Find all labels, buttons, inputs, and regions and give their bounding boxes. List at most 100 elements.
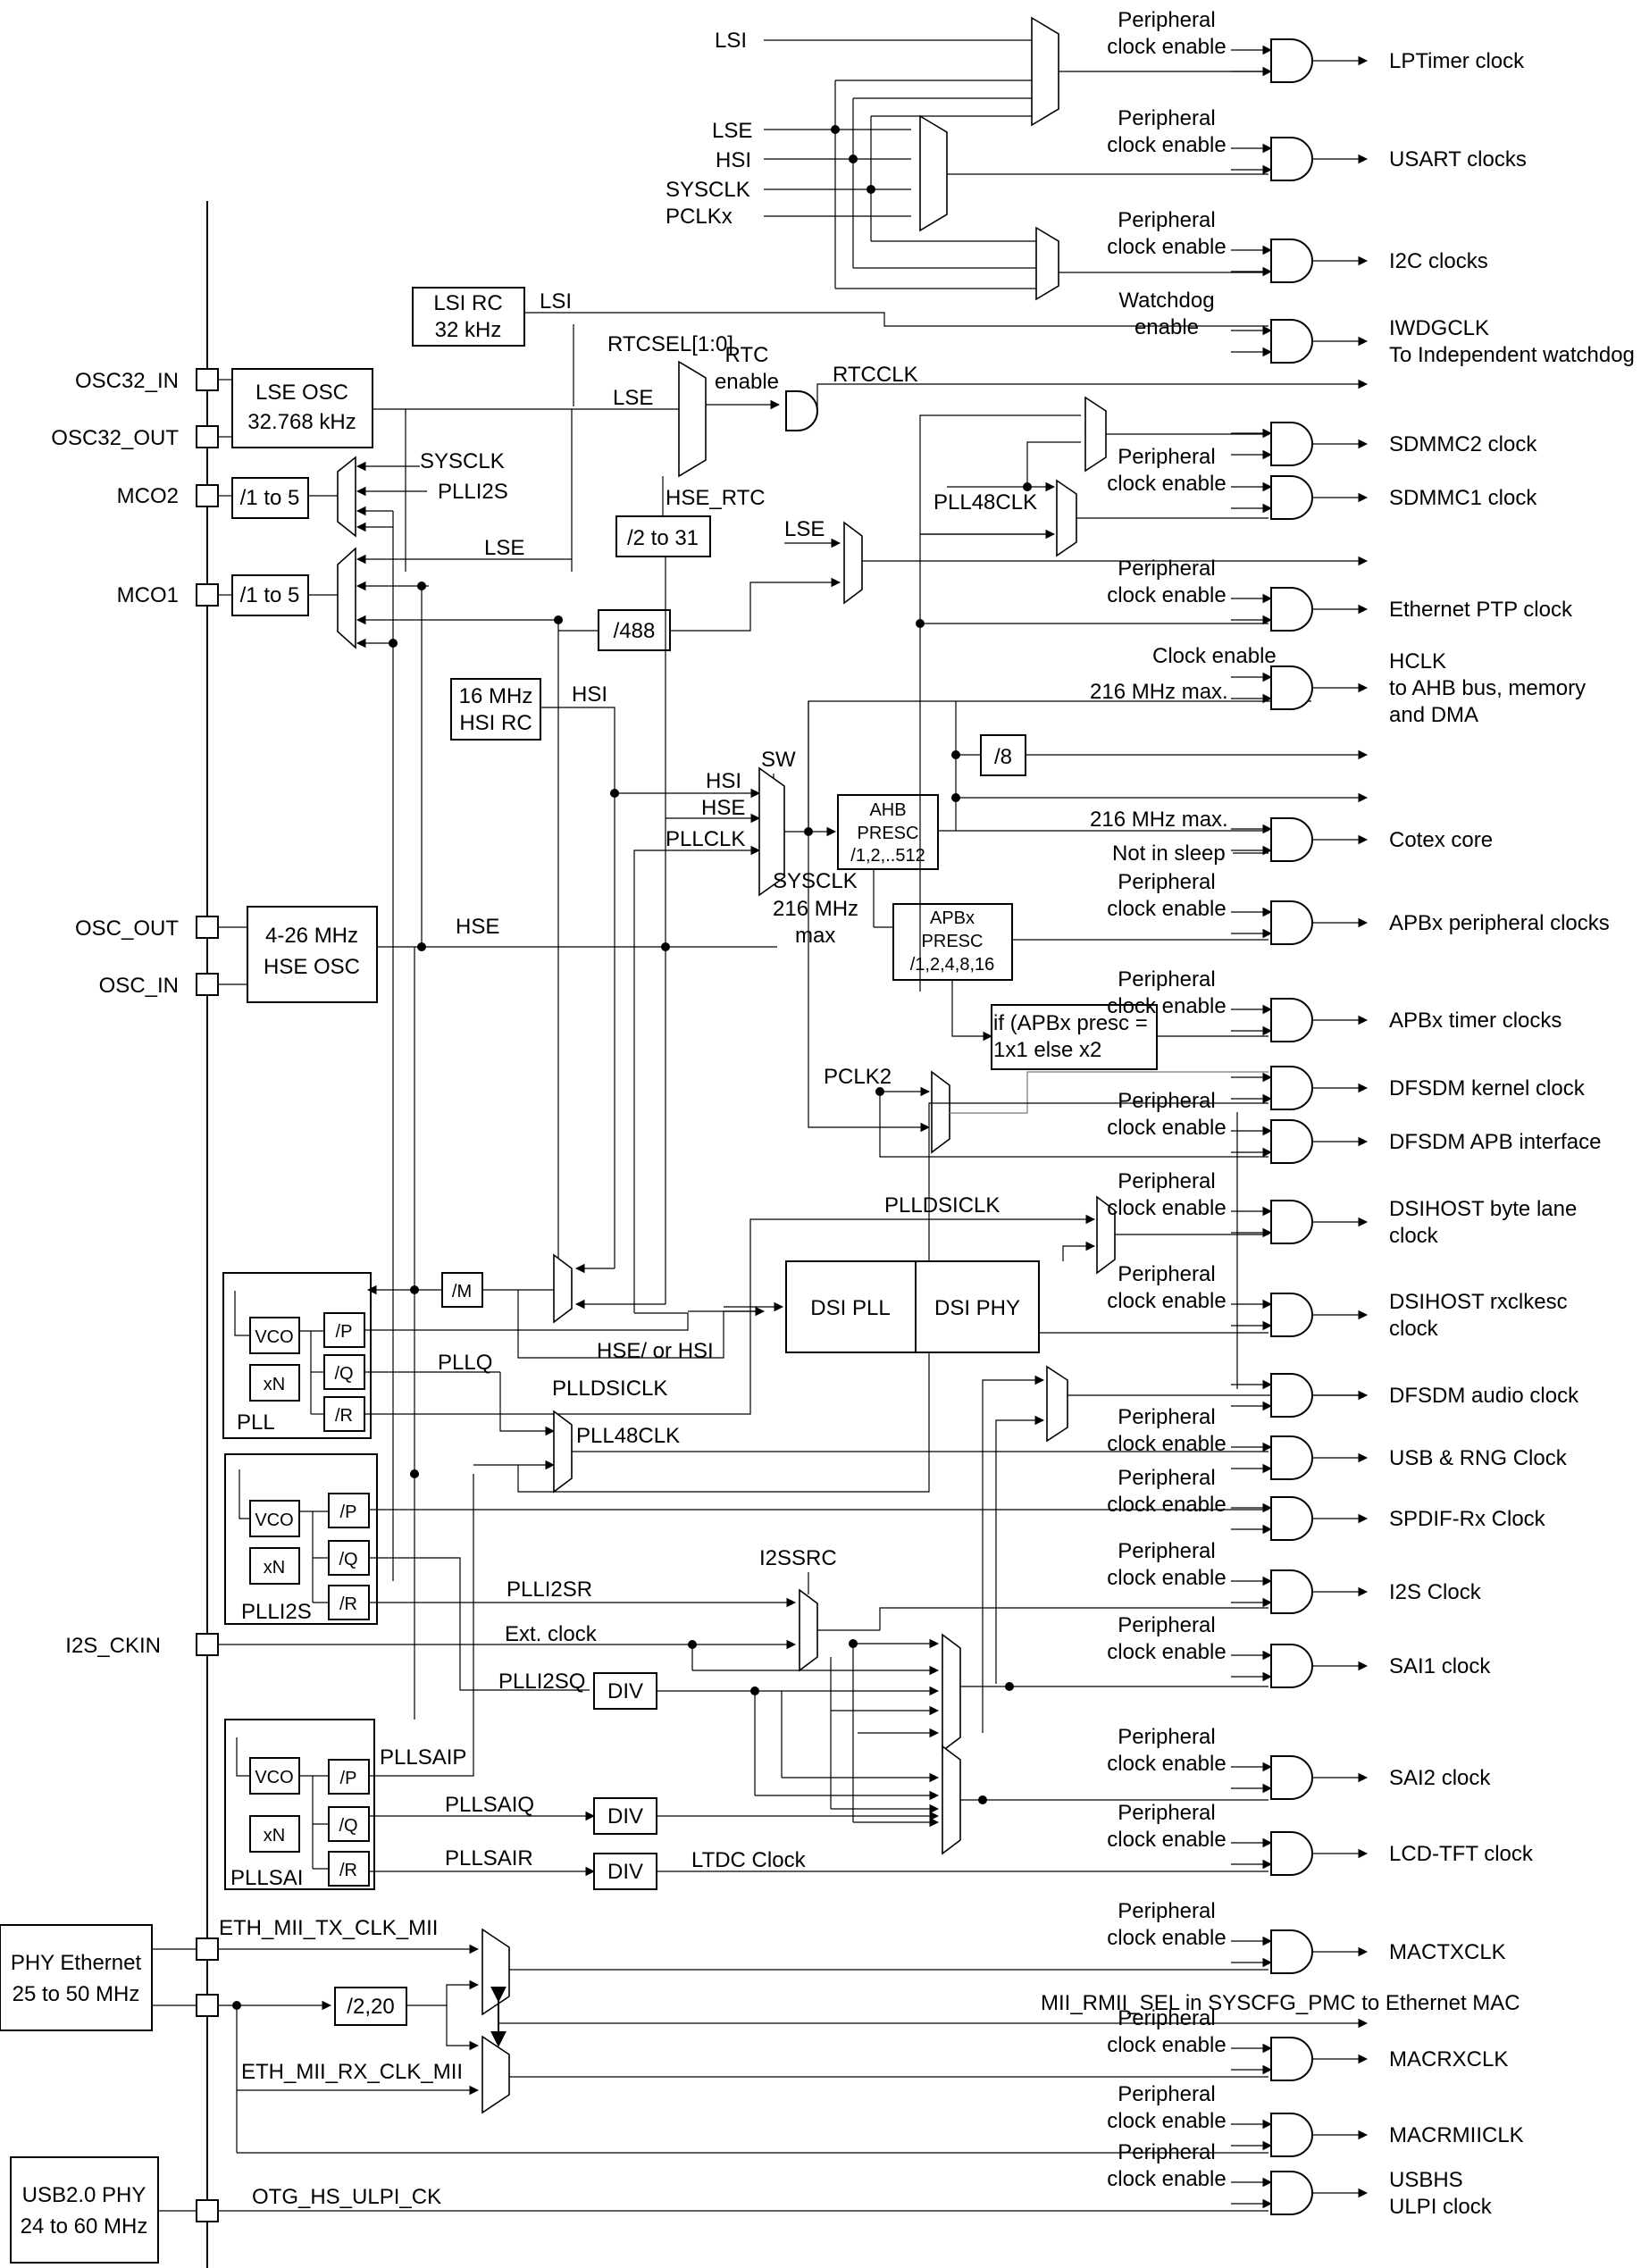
usbhs-enable-label: clock enable [1107, 2167, 1226, 2191]
svg-text:DSI PHY: DSI PHY [934, 1296, 1020, 1320]
svg-text:I2S_CKIN: I2S_CKIN [65, 1634, 161, 1658]
svg-text:/1,2,4,8,16: /1,2,4,8,16 [910, 955, 995, 975]
svg-text:VCO: VCO [255, 1327, 293, 1347]
svg-text:LTDC Clock: LTDC Clock [691, 1848, 807, 1872]
svg-text:HSE: HSE [456, 915, 499, 939]
eth-ptp-output-label: Ethernet PTP clock [1389, 598, 1573, 622]
dsi-rx-output-label: clock [1389, 1317, 1439, 1341]
svg-text:MCO2: MCO2 [117, 484, 179, 508]
svg-text:SYSCLK: SYSCLK [666, 178, 750, 202]
svg-text:OSC_OUT: OSC_OUT [75, 916, 179, 941]
macrmii-output-label: MACRMIICLK [1389, 2123, 1524, 2147]
hclk-output-label: to AHB bus, memory [1389, 676, 1586, 700]
svg-text:/1 to 5: /1 to 5 [240, 486, 300, 510]
apb-periph-output-label: APBx peripheral clocks [1389, 911, 1610, 935]
pin-osc32-in: OSC32_IN [75, 368, 219, 393]
svg-text:/488: /488 [614, 619, 656, 643]
lptimer-output-label: LPTimer clock [1389, 49, 1525, 73]
svg-text:24 to 60 MHz: 24 to 60 MHz [21, 2214, 148, 2239]
sdmmc2-mux [1084, 396, 1107, 473]
svg-text:LSE: LSE [484, 536, 524, 560]
lse-osc-block: LSE OSC 32.768 kHz [231, 368, 373, 448]
lcd-enable-label: Peripheral [1118, 1801, 1215, 1825]
dfsdm-kernel-output-label: DFSDM kernel clock [1389, 1076, 1586, 1101]
svg-text:/M: /M [452, 1282, 472, 1301]
hse-osc-block: 4-26 MHz HSE OSC [247, 906, 378, 1003]
svg-text:RTCSEL[1:0]: RTCSEL[1:0] [607, 332, 733, 356]
mac-tx-mux [481, 1928, 510, 2016]
hsi-rc-block: 16 MHz HSI RC [450, 678, 541, 741]
svg-text:Not in sleep: Not in sleep [1112, 841, 1226, 866]
sdmmc2-gate: SDMMC2 clock [1231, 422, 1537, 466]
iwdg-output-label: To Independent watchdog [1389, 343, 1635, 367]
svg-text:HSI: HSI [572, 682, 607, 707]
svg-text:MII_RMII_SEL in SYSCFG_PMC to: MII_RMII_SEL in SYSCFG_PMC to Ethernet M… [1041, 1991, 1520, 2015]
svg-text:enable: enable [715, 370, 779, 394]
svg-text:USB2.0 PHY: USB2.0 PHY [22, 2183, 147, 2207]
usbhs-enable-label: Peripheral [1118, 2140, 1215, 2164]
hclk-output-label: HCLK [1389, 649, 1446, 674]
svg-text:/R: /R [339, 1594, 357, 1614]
svg-text:25 to 50 MHz: 25 to 50 MHz [13, 1982, 140, 2006]
pin-eth-tx [196, 1937, 219, 1961]
apb-periph-enable-label: clock enable [1107, 897, 1226, 921]
apb-periph-enable-label: Peripheral [1118, 870, 1215, 894]
mactx-enable-label: clock enable [1107, 1926, 1226, 1950]
svg-text:LSI RC: LSI RC [433, 291, 502, 315]
svg-text:/P: /P [340, 1769, 357, 1788]
dfsdm-audio-mux [1046, 1365, 1068, 1443]
div-pllsaiq-box: DIV [593, 1797, 657, 1835]
svg-text:xN: xN [264, 1375, 285, 1394]
pin-osc-in: OSC_IN [99, 973, 219, 998]
macrmii-enable-label: Peripheral [1118, 2082, 1215, 2106]
usart-mux [919, 114, 948, 232]
lcd-output-label: LCD-TFT clock [1389, 1842, 1534, 1866]
svg-text:/R: /R [339, 1861, 357, 1880]
div-8-box: /8 [980, 734, 1026, 776]
dfsdm-mux [931, 1070, 950, 1154]
svg-text:216 MHz max.: 216 MHz max. [1090, 680, 1228, 704]
svg-text:SYSCLK: SYSCLK [773, 869, 858, 893]
dfsdm-apb-output-label: DFSDM APB interface [1389, 1130, 1601, 1154]
pin-mco2: MCO2 [117, 484, 219, 508]
macrx-enable-label: clock enable [1107, 2033, 1226, 2057]
spdif-enable-label: clock enable [1107, 1493, 1226, 1517]
sdmmc1-enable-label: clock enable [1107, 472, 1226, 496]
svg-text:LSI: LSI [540, 289, 572, 314]
svg-text:PLLCLK: PLLCLK [666, 827, 745, 851]
svg-text:216 MHz: 216 MHz [773, 897, 858, 921]
svg-text:/P: /P [340, 1502, 357, 1522]
dsi-byte-output-label: DSIHOST byte lane [1389, 1197, 1577, 1221]
svg-text:216 MHz max.: 216 MHz max. [1090, 808, 1228, 832]
svg-text:4-26 MHz: 4-26 MHz [265, 924, 358, 948]
lptimer-enable-label: clock enable [1107, 35, 1226, 59]
usbhs-output-label: USBHS [1389, 2168, 1463, 2192]
svg-text:PLL48CLK: PLL48CLK [934, 490, 1037, 515]
i2c-enable-label: Peripheral [1118, 208, 1215, 232]
cortex-core-output-label: Cotex core [1389, 828, 1493, 852]
svg-text:OSC32_OUT: OSC32_OUT [51, 426, 179, 450]
dsi-rx-enable-label: Peripheral [1118, 1262, 1215, 1286]
svg-text:xN: xN [264, 1558, 285, 1578]
svg-text:/P: /P [336, 1322, 353, 1342]
svg-text:SW: SW [761, 748, 796, 772]
sai1-mux [942, 1633, 961, 1753]
svg-text:RTC: RTC [725, 343, 769, 367]
mco2-mux [337, 456, 356, 538]
svg-text:Clock enable: Clock enable [1152, 644, 1277, 668]
sdmmc2-output-label: SDMMC2 clock [1389, 432, 1537, 456]
pin-mco1: MCO1 [117, 583, 219, 607]
